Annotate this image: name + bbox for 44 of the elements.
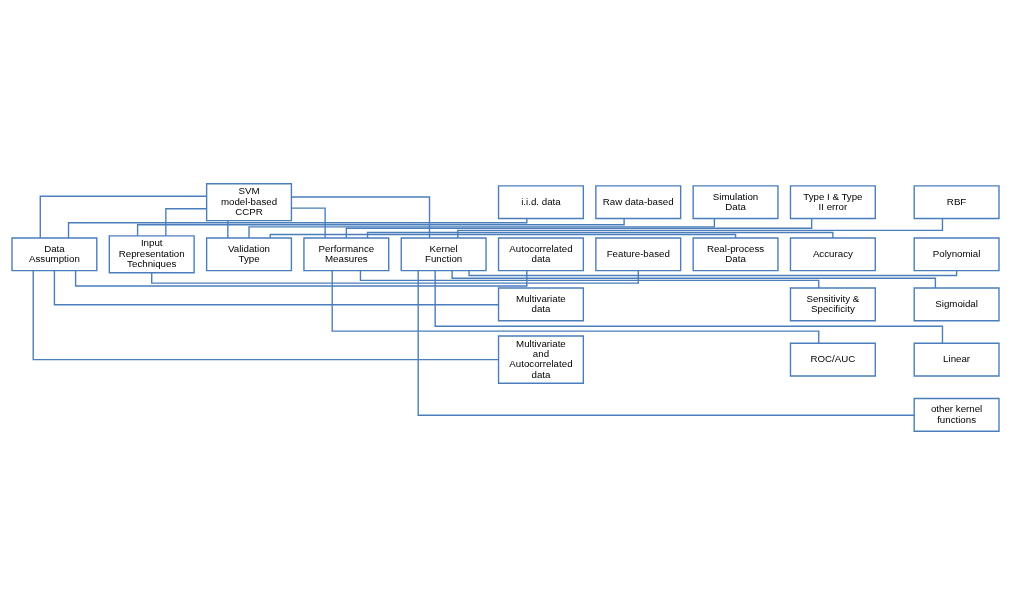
node-box: ROC/AUC — [789, 342, 876, 377]
node-box: i.i.d. data — [497, 185, 585, 220]
node-box: Type I & Type II error — [789, 185, 876, 220]
connector — [468, 270, 958, 277]
connector — [331, 270, 820, 344]
connector — [359, 270, 820, 289]
node-box: Feature-based — [595, 237, 682, 272]
node-box: Input Representation Techniques — [108, 235, 195, 274]
node-box: Accuracy — [789, 237, 876, 272]
node-box: Validation Type — [205, 237, 293, 272]
node-box: Sensitivity & Specificity — [789, 287, 876, 322]
connector — [32, 270, 500, 361]
node-box: SVM model-based CCPR — [205, 183, 293, 222]
node-box: Autocorrelated data — [497, 237, 585, 272]
connector — [417, 270, 915, 416]
connector — [53, 270, 500, 306]
connector — [151, 270, 639, 284]
node-box: Multivariate data — [497, 287, 585, 322]
node-box: Sigmoidal — [913, 287, 1000, 322]
connector — [74, 270, 528, 287]
node-box: Real-process Data — [692, 237, 779, 272]
connector — [366, 231, 834, 239]
connector — [248, 218, 716, 239]
node-box: Polynomial — [913, 237, 1000, 272]
node-box: Simulation Data — [692, 185, 779, 220]
connector — [345, 217, 813, 239]
connector — [290, 196, 431, 239]
connector — [227, 220, 229, 239]
node-box: Multivariate and Autocorrelated data — [497, 335, 585, 384]
connector — [136, 217, 625, 237]
connector — [39, 195, 208, 239]
connector — [67, 217, 528, 239]
node-box: Linear — [913, 342, 1000, 377]
node-box: Kernel Function — [400, 237, 487, 272]
connector — [269, 233, 737, 239]
node-box: Performance Measures — [303, 237, 390, 272]
connector — [451, 270, 937, 289]
connector — [434, 270, 944, 344]
connector — [290, 207, 326, 239]
node-box: other kernel functions — [913, 397, 1000, 432]
node-box: RBF — [913, 185, 1000, 220]
connector — [165, 208, 208, 237]
node-box: Data Assumption — [11, 237, 98, 272]
node-box: Raw data-based — [595, 185, 682, 220]
